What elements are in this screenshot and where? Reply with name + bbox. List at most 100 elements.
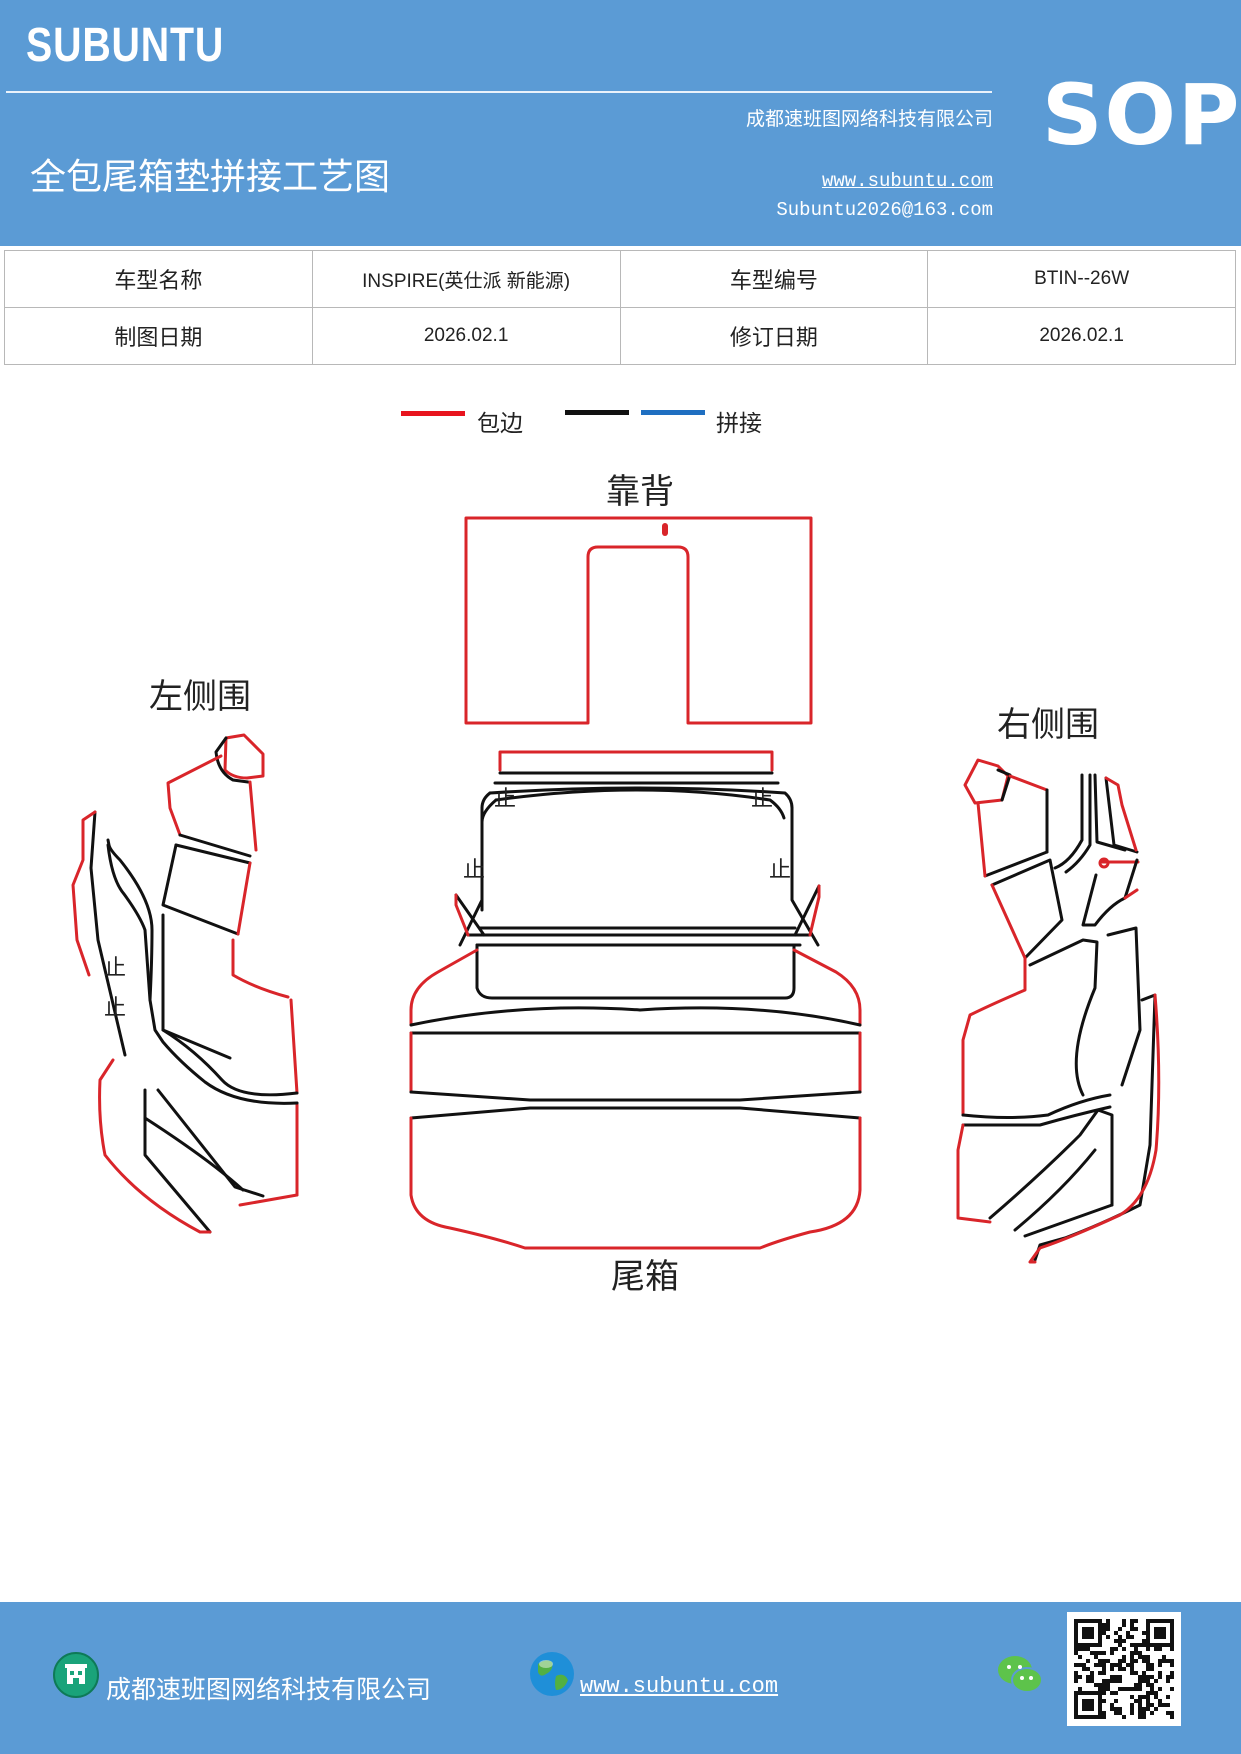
qr-module — [1086, 1691, 1090, 1695]
qr-module — [1154, 1695, 1158, 1699]
qr-module — [1158, 1659, 1162, 1663]
qr-module — [1086, 1715, 1090, 1719]
qr-module — [1130, 1667, 1134, 1671]
qr-module — [1078, 1691, 1082, 1695]
qr-module — [1118, 1687, 1122, 1691]
qr-module — [1162, 1643, 1166, 1647]
stop-mark: 止 — [104, 956, 126, 981]
qr-module — [1150, 1687, 1154, 1691]
qr-module — [1162, 1631, 1166, 1635]
qr-module — [1082, 1691, 1086, 1695]
qr-module — [1158, 1699, 1162, 1703]
qr-module — [1158, 1703, 1162, 1707]
qr-module — [1166, 1675, 1170, 1679]
qr-module — [1082, 1663, 1086, 1667]
qr-module — [1074, 1647, 1078, 1651]
sop-badge: SOP — [1042, 66, 1241, 164]
qr-module — [1078, 1687, 1082, 1691]
qr-module — [1102, 1623, 1106, 1627]
qr-module — [1154, 1679, 1158, 1683]
qr-module — [1114, 1711, 1118, 1715]
qr-module — [1110, 1703, 1114, 1707]
qr-module — [1130, 1707, 1134, 1711]
legend-swatch-edge — [401, 411, 465, 416]
qr-module — [1162, 1655, 1166, 1659]
qr-module — [1074, 1703, 1078, 1707]
qr-module — [1170, 1639, 1174, 1643]
qr-module — [1082, 1703, 1086, 1707]
qr-module — [1146, 1659, 1150, 1663]
qr-module — [1090, 1715, 1094, 1719]
qr-module — [1138, 1711, 1142, 1715]
qr-module — [1074, 1695, 1078, 1699]
qr-module — [1130, 1687, 1134, 1691]
qr-module — [1122, 1639, 1126, 1643]
qr-module — [1086, 1631, 1090, 1635]
qr-module — [1170, 1643, 1174, 1647]
right-side-panel — [956, 758, 1161, 1264]
qr-module — [1170, 1627, 1174, 1631]
wechat-icon[interactable] — [996, 1654, 1044, 1696]
qr-module — [1146, 1675, 1150, 1679]
qr-module — [1158, 1647, 1162, 1651]
qr-module — [1146, 1679, 1150, 1683]
qr-module — [1102, 1667, 1106, 1671]
qr-module — [1098, 1715, 1102, 1719]
qr-module — [1146, 1639, 1150, 1643]
left-side-panel — [71, 733, 299, 1234]
legend-label-edge: 包边 — [477, 411, 523, 437]
qr-module — [1086, 1647, 1090, 1651]
qr-module — [1082, 1643, 1086, 1647]
qr-module — [1142, 1711, 1146, 1715]
qr-module — [1146, 1643, 1150, 1647]
document-title: 全包尾箱垫拼接工艺图 — [30, 157, 391, 198]
qr-module — [1130, 1663, 1134, 1667]
qr-module — [1110, 1663, 1114, 1667]
footer-website-link[interactable]: www.subuntu.com — [580, 1674, 779, 1699]
qr-module — [1138, 1683, 1142, 1687]
qr-module — [1106, 1683, 1110, 1687]
qr-module — [1134, 1627, 1138, 1631]
qr-module — [1170, 1659, 1174, 1663]
qr-module — [1146, 1631, 1150, 1635]
qr-module — [1150, 1683, 1154, 1687]
qr-module — [1078, 1663, 1082, 1667]
qr-module — [1074, 1699, 1078, 1703]
qr-module — [1114, 1639, 1118, 1643]
qr-module — [1114, 1663, 1118, 1667]
qr-module — [1170, 1711, 1174, 1715]
qr-module — [1142, 1659, 1146, 1663]
qr-module — [1114, 1631, 1118, 1635]
qr-module — [1086, 1703, 1090, 1707]
stop-mark: 止 — [494, 787, 516, 812]
qr-module — [1078, 1647, 1082, 1651]
qr-module — [1162, 1619, 1166, 1623]
qr-module — [1130, 1623, 1134, 1627]
qr-module — [1090, 1635, 1094, 1639]
website-link[interactable]: www.subuntu.com — [821, 170, 993, 192]
qr-module — [1166, 1619, 1170, 1623]
qr-module — [1130, 1711, 1134, 1715]
qr-module — [1074, 1707, 1078, 1711]
qr-module — [1098, 1671, 1102, 1675]
qr-module — [1158, 1643, 1162, 1647]
qr-module — [1170, 1631, 1174, 1635]
qr-module — [1146, 1623, 1150, 1627]
qr-module — [1118, 1635, 1122, 1639]
qr-module — [1090, 1619, 1094, 1623]
qr-module — [1142, 1715, 1146, 1719]
qr-module — [1086, 1659, 1090, 1663]
stop-mark: 止 — [104, 996, 126, 1021]
qr-module — [1142, 1655, 1146, 1659]
qr-module — [1134, 1643, 1138, 1647]
qr-module — [1130, 1659, 1134, 1663]
building-icon — [53, 1652, 99, 1698]
qr-module — [1154, 1627, 1158, 1631]
qr-module — [1146, 1691, 1150, 1695]
qr-module — [1146, 1655, 1150, 1659]
qr-module — [1082, 1627, 1086, 1631]
qr-module — [1098, 1703, 1102, 1707]
qr-module — [1170, 1623, 1174, 1627]
qr-module — [1106, 1627, 1110, 1631]
qr-module — [1138, 1655, 1142, 1659]
